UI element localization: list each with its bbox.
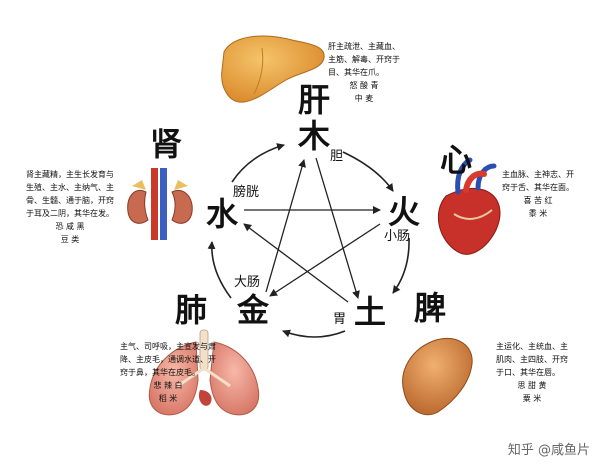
element-metal: 金 xyxy=(237,291,270,329)
generating-cycle-arrows xyxy=(207,143,410,338)
heart-correspondences: 喜 苦 红 xyxy=(523,196,553,205)
heart-food: 黍 米 xyxy=(528,209,548,218)
bowel-small-intestine: 小肠 xyxy=(384,229,411,244)
arrow-wood-to-fire xyxy=(342,151,394,192)
organ-name-heart: 心 xyxy=(440,141,473,179)
arrow-earth-to-metal xyxy=(282,329,346,338)
kidney-description: 肾主藏精，主生长发育与 生殖、主水、主纳气、主 骨、生髓、通于脑，开窍 于耳及二… xyxy=(26,168,114,246)
bowel-stomach: 胃 xyxy=(333,312,347,327)
heart-desc-line: 主血脉、主神志、开 xyxy=(502,170,574,179)
element-wood: 木 xyxy=(298,117,331,155)
kidney-desc-line: 骨、生髓、通于脑，开窍 xyxy=(26,196,114,205)
heart-illustration xyxy=(437,157,501,255)
kidney-desc-line: 生殖、主水、主纳气、主 xyxy=(26,183,114,192)
spleen-correspondences: 思 甜 黄 xyxy=(517,381,547,390)
liver-correspondences: 怒 酸 青 xyxy=(349,81,379,90)
controlling-star-arrows xyxy=(243,157,381,303)
watermark: 知乎 @咸鱼片 xyxy=(507,443,590,458)
arrow-fire-to-earth xyxy=(392,237,410,294)
arrow-wood-to-earth xyxy=(315,157,360,299)
arrow-fire-to-metal xyxy=(269,223,381,297)
element-earth: 土 xyxy=(354,293,387,331)
lung-desc-line: 降、主皮毛，通调水道、开 xyxy=(120,355,216,364)
spleen-description: 主运化、主统血、主 肌肉、主四肢、开窍 于口、其华在唇。 思 甜 黄 粟 米 xyxy=(496,340,568,405)
arrow-metal-to-wood xyxy=(265,159,306,293)
kidney-illustration xyxy=(127,168,193,240)
organ-name-lung: 肺 xyxy=(175,291,208,329)
lung-desc-line: 窍于鼻，其华在皮毛。 xyxy=(120,368,200,377)
kidney-correspondences: 恐 咸 黑 xyxy=(55,222,85,231)
kidney-food: 豆 类 xyxy=(60,235,80,244)
kidney-desc-line: 于耳及二阴，其华在发。 xyxy=(26,209,114,218)
liver-food: 中 麦 xyxy=(354,94,374,103)
liver-desc-line: 主筋、解毒、开窍于 xyxy=(328,55,400,64)
arrow-earth-to-water xyxy=(243,223,349,303)
spleen-desc-line: 肌肉、主四肢、开窍 xyxy=(496,355,568,364)
lung-desc-line: 主气、司呼吸，主宣发与肃 xyxy=(120,342,216,351)
bowel-gallbladder: 胆 xyxy=(330,149,344,164)
liver-desc-line: 肝主疏泄、主藏血、 xyxy=(328,42,400,51)
spleen-illustration xyxy=(402,338,473,416)
liver-illustration xyxy=(221,35,325,103)
organ-name-liver: 肝 xyxy=(298,81,331,119)
element-water: 水 xyxy=(206,195,239,233)
spleen-desc-line: 主运化、主统血、主 xyxy=(496,342,568,351)
lung-correspondences: 悲 辣 白 xyxy=(153,381,183,390)
arrow-water-to-wood xyxy=(231,143,285,183)
bowel-large-intestine: 大肠 xyxy=(234,275,261,290)
spleen-food: 粟 米 xyxy=(522,394,542,403)
lung-food: 稻 米 xyxy=(158,394,178,403)
organ-name-kidney: 肾 xyxy=(150,125,183,163)
arrow-metal-to-water xyxy=(207,241,232,299)
liver-description: 肝主疏泄、主藏血、 主筋、解毒、开窍于 目、其华在爪。 怒 酸 青 中 麦 xyxy=(328,40,400,105)
spleen-desc-line: 于口、其华在唇。 xyxy=(496,368,560,377)
liver-desc-line: 目、其华在爪。 xyxy=(328,68,384,77)
bowel-bladder: 膀胱 xyxy=(233,185,260,200)
organ-name-spleen: 脾 xyxy=(414,289,447,327)
heart-desc-line: 窍于舌、其华在面。 xyxy=(502,183,574,192)
heart-description: 主血脉、主神志、开 窍于舌、其华在面。 喜 苦 红 黍 米 xyxy=(502,168,574,220)
kidney-desc-line: 肾主藏精，主生长发育与 xyxy=(26,170,114,179)
element-fire: 火 xyxy=(388,193,421,231)
lung-illustration xyxy=(148,329,260,416)
lung-description: 主气、司呼吸，主宣发与肃 降、主皮毛，通调水道、开 窍于鼻，其华在皮毛。 悲 辣… xyxy=(120,340,216,405)
